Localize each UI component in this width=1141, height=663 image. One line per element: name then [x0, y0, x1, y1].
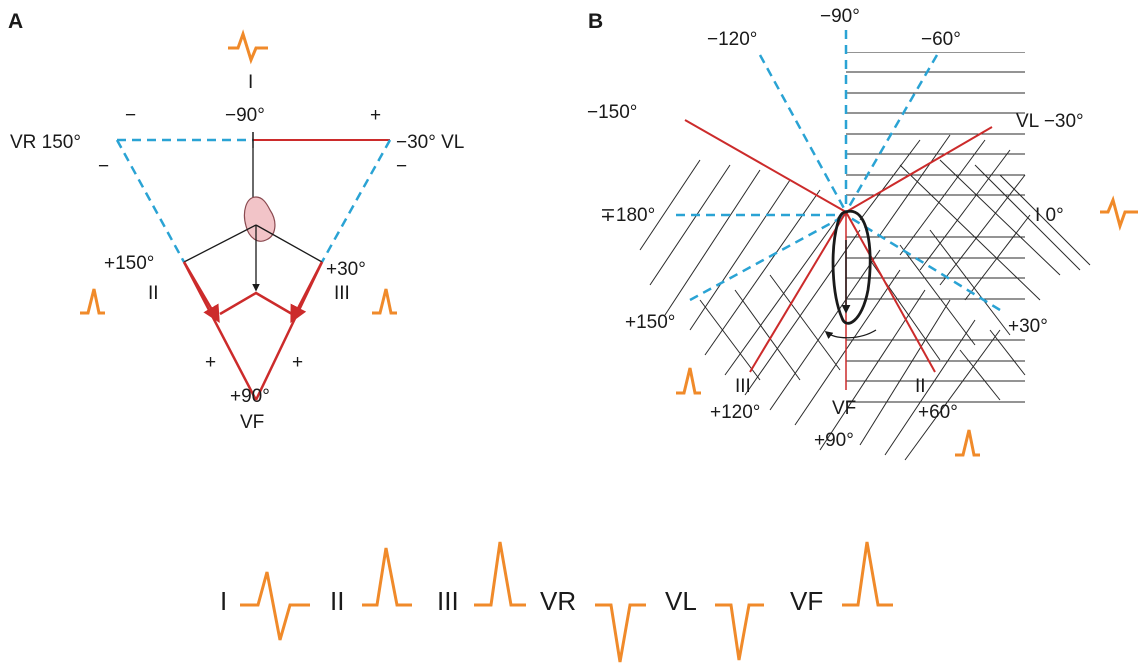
- loop-rotation-arrow: [824, 329, 877, 339]
- b-vf-label: VF: [832, 398, 856, 419]
- strip-lead-vr-waveform: [595, 603, 646, 663]
- minus-sign-vr-side: −: [98, 156, 109, 177]
- minus-sign-vr-top: −: [125, 105, 136, 126]
- strip-lead-i-waveform: [240, 571, 310, 641]
- lead-projection-chevron: [219, 291, 293, 316]
- panel-a-vf-label: VF: [240, 412, 264, 433]
- panel-a-lead-i-label: I: [248, 72, 253, 93]
- b-plus120-label: +120°: [710, 402, 760, 423]
- strip-lead-iii-waveform: [474, 541, 526, 607]
- b-minus150-label: −150°: [587, 102, 637, 123]
- panel-a-lead-ii-label: II: [148, 283, 159, 304]
- b-minus60-label: −60°: [921, 29, 961, 50]
- strip-lead-i-label: I: [220, 586, 227, 616]
- lead-iii-arrow: [290, 261, 324, 324]
- strip-lead-vl-waveform: [715, 603, 764, 661]
- vr-150-label: VR 150°: [10, 132, 81, 153]
- heart-icon: [243, 196, 276, 242]
- b-lead-i-waveform-small: [1100, 195, 1138, 232]
- axis-plus150-dashed: [689, 213, 847, 302]
- strip-lead-vl-label: VL: [665, 586, 697, 616]
- lead-ii-arrow: [182, 261, 220, 324]
- plus-sign-left-bottom: +: [205, 352, 216, 373]
- hatch-right-horizontal: [846, 52, 1025, 403]
- hatch-diagonal-b: [699, 159, 1091, 401]
- plus-sign-vl-top: +: [370, 105, 381, 126]
- lead-ii-line: [182, 261, 258, 401]
- plus150-label: +150°: [104, 253, 154, 274]
- lead-ii-negative-axis: [115, 139, 186, 263]
- b-plus30-label: +30°: [1008, 316, 1048, 337]
- b-lead-ii-waveform-small: [955, 429, 980, 457]
- lead-vr-line: [684, 119, 847, 213]
- lead-i-waveform-small: [228, 29, 268, 65]
- b-lead-ii-label: II: [915, 376, 926, 397]
- strip-lead-iii-label: III: [437, 586, 459, 616]
- lead-iii-negative-axis: [320, 139, 392, 263]
- strip-lead-vr-label: VR: [540, 586, 576, 616]
- b-lead-iii-label: III: [735, 376, 751, 397]
- b-lead-iii-waveform-small: [676, 367, 701, 395]
- panel-a-minus90-label: −90°: [225, 105, 265, 126]
- strip-lead-vf-label: VF: [790, 586, 823, 616]
- b-plus90-label: +90°: [814, 430, 854, 451]
- plus30-label: +30°: [326, 259, 366, 280]
- lead-iii-line-b: [749, 211, 847, 373]
- lead-vl-line: [845, 126, 993, 213]
- b-180-label: ∓180°: [600, 205, 655, 226]
- panel-b-label: B: [588, 10, 603, 33]
- heart-to-lead-ii-line: [183, 224, 257, 263]
- plus90-label: +90°: [230, 386, 270, 407]
- panel-a-lead-iii-label: III: [334, 283, 350, 304]
- vl-minus30-label: −30° VL: [396, 132, 464, 153]
- strip-lead-ii-label: II: [330, 586, 344, 616]
- axis-minus60-dashed: [844, 54, 939, 213]
- panel-b: B: [587, 6, 1138, 461]
- b-lead-i-0-label: I 0°: [1035, 205, 1064, 226]
- panel-a: A I −90° − + − − VR 150° −30° VL: [8, 10, 464, 433]
- b-vl-minus30-label: VL −30°: [1016, 111, 1084, 132]
- b-plus60-label: +60°: [918, 402, 958, 423]
- minus-sign-vl-side: −: [396, 156, 407, 177]
- lead-ii-line-b: [845, 211, 936, 373]
- vector-loop: [831, 209, 872, 325]
- lead-waveform-strip: I II III VR VL VF: [220, 541, 893, 663]
- heart-to-lead-iii-line: [255, 224, 323, 263]
- lead-iii-waveform-small: [372, 288, 397, 315]
- strip-lead-vf-waveform: [842, 541, 893, 607]
- b-plus150-label: +150°: [625, 312, 675, 333]
- b-minus120-label: −120°: [707, 29, 757, 50]
- panel-a-label: A: [8, 10, 23, 33]
- plus-sign-right-bottom: +: [292, 352, 303, 373]
- lead-ii-waveform-small: [80, 288, 105, 315]
- b-minus90-label: −90°: [820, 6, 860, 27]
- strip-lead-ii-waveform: [362, 547, 412, 607]
- hatch-diagonal-a: [639, 134, 1031, 461]
- axis-plus30-dashed: [845, 213, 1001, 312]
